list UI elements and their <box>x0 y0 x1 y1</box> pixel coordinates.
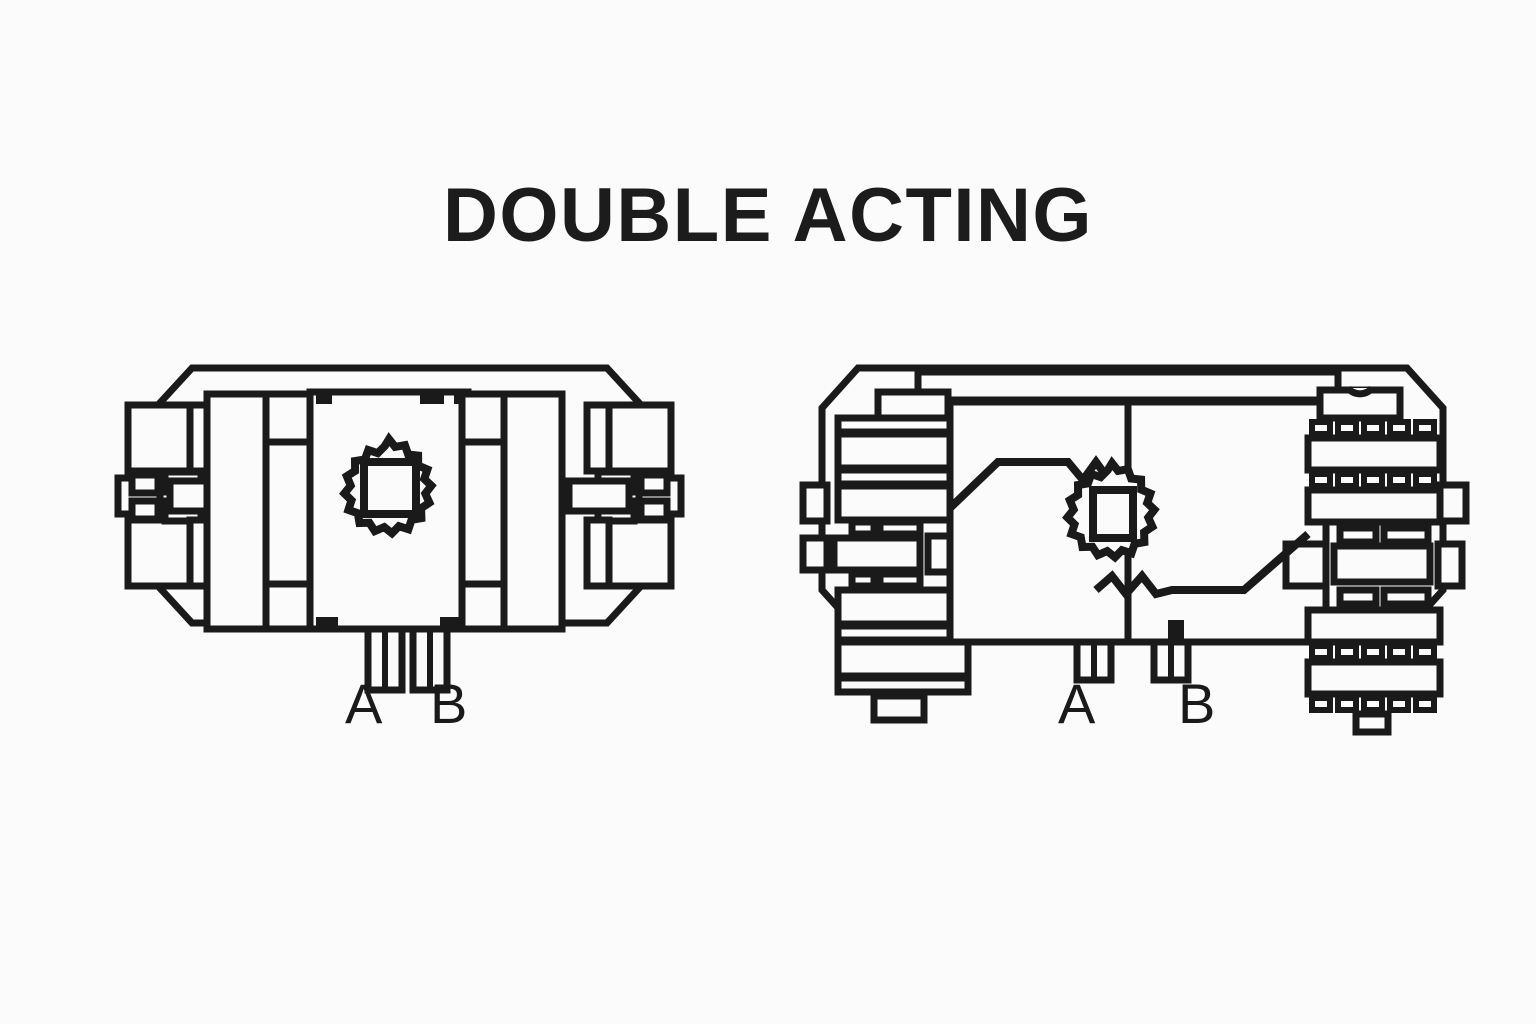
dashed-row-1 <box>1309 419 1437 437</box>
lower-rack-profile <box>1093 530 1311 601</box>
right-piston <box>458 390 566 633</box>
right-actuator-figure <box>799 364 1470 736</box>
right-boss-nub <box>1436 481 1470 525</box>
left-boss-nub <box>799 481 831 525</box>
dashed-row-4 <box>1309 695 1437 713</box>
left-actuator-figure <box>114 364 685 694</box>
left-port-label-a: A <box>345 672 383 735</box>
pinion-gear <box>339 432 437 539</box>
upper-rack-profile <box>947 455 1113 511</box>
top-channel <box>914 368 1342 404</box>
right-port-label-b: B <box>1178 672 1216 735</box>
dashed-row-3 <box>1309 643 1437 661</box>
right-piston-stack <box>1282 385 1466 736</box>
page-title: DOUBLE ACTING <box>443 173 1093 258</box>
left-port-label-b: B <box>430 672 468 735</box>
left-piston <box>203 390 316 633</box>
dashed-row-2 <box>1309 471 1437 489</box>
right-end-cap <box>565 401 675 590</box>
pinion-gear <box>1062 456 1160 563</box>
right-port-label-a: A <box>1058 672 1096 735</box>
left-piston-stack <box>799 388 972 724</box>
